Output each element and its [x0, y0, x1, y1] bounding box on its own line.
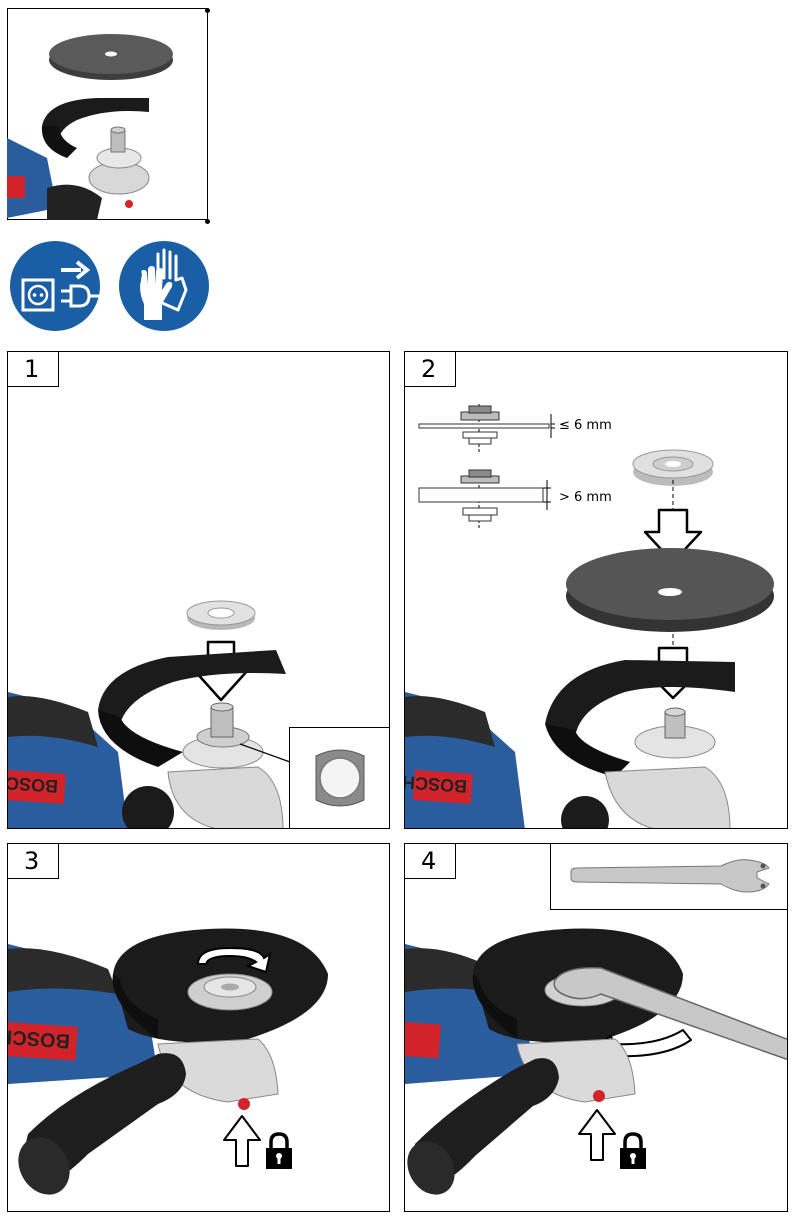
svg-text:BOSCH: BOSCH — [8, 772, 59, 796]
step-1-panel: 1 BOSCH — [7, 351, 390, 829]
thin-disc-thickness-label: ≤ 6 mm — [559, 418, 612, 433]
svg-text:BOSCH: BOSCH — [405, 772, 468, 796]
step-4-panel: 4 — [404, 843, 788, 1212]
step-3-number: 3 — [8, 844, 59, 879]
grinding-disc — [49, 34, 173, 80]
clamping-nut — [632, 449, 714, 486]
step-2-number: 2 — [405, 352, 456, 387]
padlock-icon — [265, 1132, 293, 1170]
padlock-icon — [619, 1132, 647, 1170]
step-2-panel: 2 — [404, 351, 788, 829]
step-4-number: 4 — [405, 844, 456, 879]
wear-gloves-icon — [118, 240, 210, 332]
thin-disc-diagram — [418, 404, 555, 452]
thick-disc-thickness-label: > 6 mm — [559, 490, 612, 505]
spindle-detail-inset — [289, 727, 389, 828]
thick-disc-diagram — [418, 469, 551, 530]
rotate-arrow-icon — [196, 946, 272, 974]
frame-corner-dot — [205, 8, 210, 13]
frame-corner-dot — [205, 219, 210, 224]
unplug-power-icon — [9, 240, 101, 332]
mounting-flange — [186, 600, 256, 630]
insert-down-arrow — [643, 508, 703, 564]
press-lock-arrow — [578, 1109, 616, 1161]
grinding-disc — [566, 548, 774, 632]
spanner-wrench-inset — [550, 844, 787, 910]
overview-image — [7, 8, 208, 220]
svg-text:BOSCH: BOSCH — [8, 1025, 71, 1052]
step-1-number: 1 — [8, 352, 59, 387]
step-3-panel: 3 BOSCH — [7, 843, 390, 1212]
press-lock-arrow — [223, 1115, 261, 1167]
